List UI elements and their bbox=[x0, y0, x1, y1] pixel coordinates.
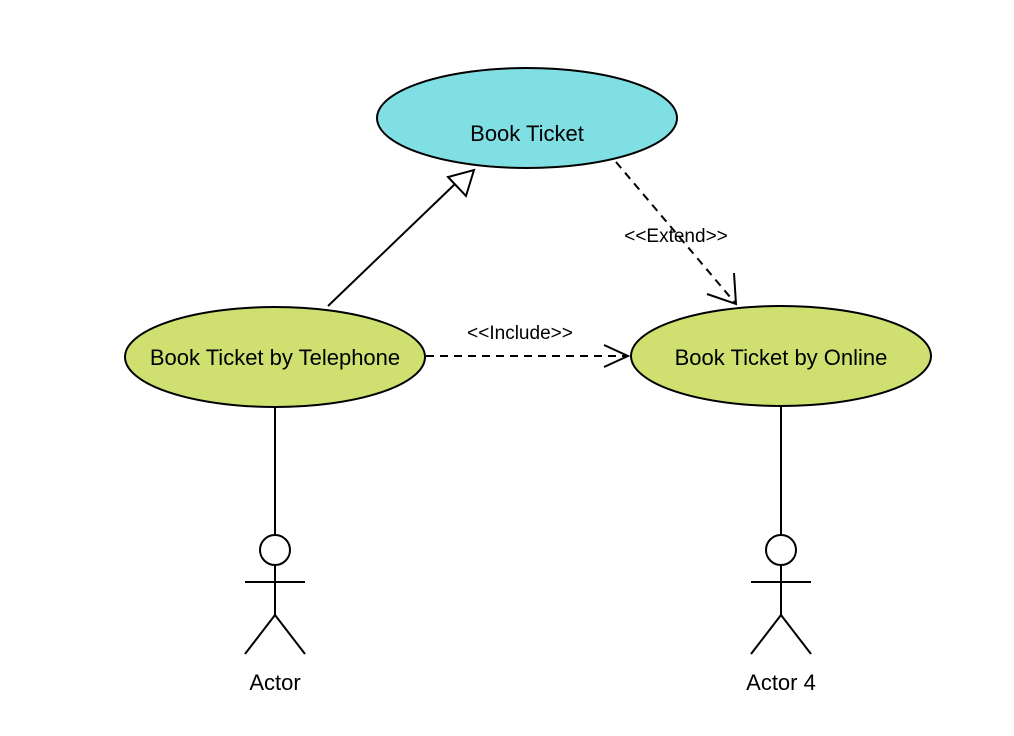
usecase-book-ticket[interactable]: Book Ticket bbox=[376, 67, 678, 169]
usecase-book-ticket-label: Book Ticket bbox=[470, 121, 584, 146]
usecase-telephone-label: Book Ticket by Telephone bbox=[150, 345, 400, 370]
actor-label: Actor bbox=[249, 670, 300, 695]
actor-4-label: Actor 4 bbox=[746, 670, 816, 695]
extend-connector[interactable] bbox=[615, 161, 738, 306]
include-label: <<Include>> bbox=[467, 323, 573, 344]
extend-label: <<Extend>> bbox=[624, 226, 728, 247]
usecase-online-label: Book Ticket by Online bbox=[675, 345, 888, 370]
generalization-connector[interactable] bbox=[327, 168, 476, 307]
usecase-book-ticket-by-telephone[interactable]: Book Ticket by Telephone bbox=[124, 306, 426, 408]
include-connector[interactable] bbox=[426, 344, 631, 368]
usecase-book-ticket-by-online[interactable]: Book Ticket by Online bbox=[630, 305, 932, 407]
actor-figure[interactable] bbox=[244, 534, 306, 655]
actor-4-figure[interactable] bbox=[750, 534, 812, 655]
